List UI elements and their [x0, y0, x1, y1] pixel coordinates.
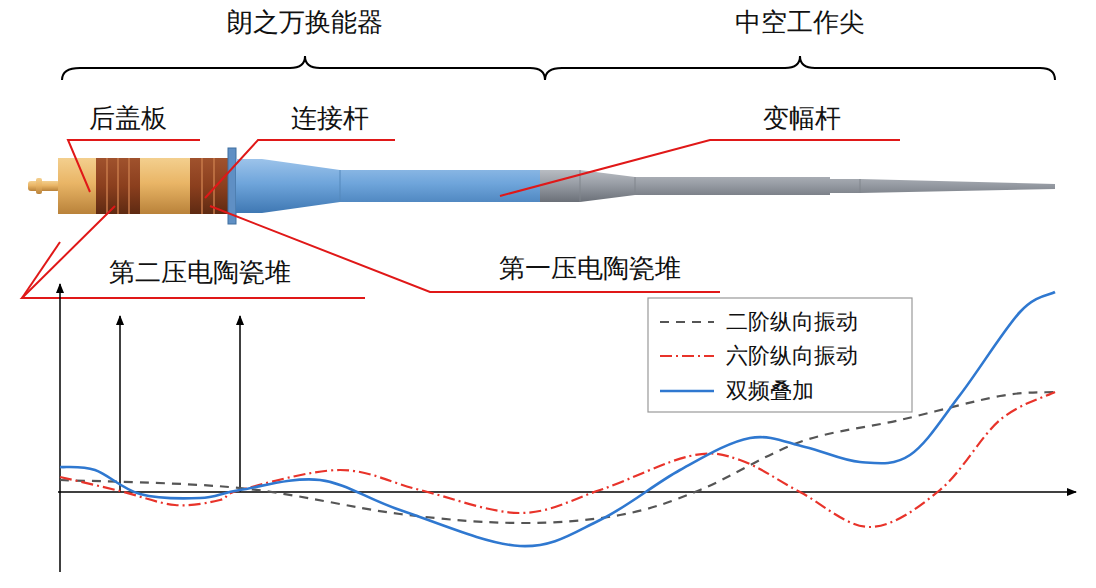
bracket-label: 朗之万换能器	[227, 8, 383, 38]
part-label: 第二压电陶瓷堆	[109, 258, 291, 288]
part-label: 变幅杆	[763, 104, 841, 134]
brace	[62, 56, 545, 80]
leader-lines	[22, 140, 900, 298]
legend-sample	[660, 355, 714, 357]
legend-sample	[660, 390, 714, 393]
bracket-label: 中空工作尖	[735, 8, 865, 38]
legend-text: 二阶纵向振动	[726, 309, 858, 334]
part-label: 第一压电陶瓷堆	[499, 254, 681, 284]
device	[28, 148, 1055, 224]
part-label: 连接杆	[291, 104, 369, 134]
legend-text: 六阶纵向振动	[726, 343, 858, 368]
superposition-curve	[60, 292, 1055, 546]
x-axis	[58, 491, 1076, 493]
y-axis	[59, 284, 61, 572]
legend-text: 双频叠加	[726, 378, 814, 403]
brace	[545, 56, 1055, 80]
stack-position-arrow	[119, 316, 121, 492]
stack-position-arrow	[239, 316, 241, 492]
legend-sample	[660, 321, 714, 323]
part-label: 后盖板	[89, 104, 167, 134]
legend-box	[648, 298, 912, 412]
